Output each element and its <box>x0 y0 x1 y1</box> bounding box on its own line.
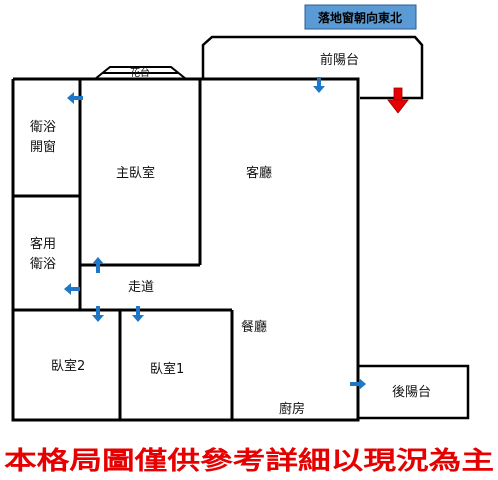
dining-room-label: 餐廳 <box>241 319 267 335</box>
living-room-label: 客廳 <box>246 165 272 181</box>
back-balcony-label: 後陽台 <box>392 385 431 400</box>
front-balcony-label: 前陽台 <box>320 52 359 68</box>
kitchen-label: 廚房 <box>279 401 305 417</box>
arrow-icon <box>132 306 144 322</box>
hallway-label: 走道 <box>128 280 154 295</box>
disclaimer-text: 本格局圖僅供參考詳細以現況為主 <box>4 446 494 475</box>
entry-arrow-icon <box>387 87 409 114</box>
guest-bath-label-1: 客用 <box>30 236 56 252</box>
orientation-note-box <box>304 4 417 30</box>
walls <box>11 77 360 422</box>
bath-open-window-label-2: 開窗 <box>30 139 56 155</box>
orientation-note: 落地窗朝向東北 <box>318 10 402 25</box>
bath-open-window-label-1: 衛浴 <box>30 120 56 135</box>
bedroom2-label: 臥室2 <box>51 358 85 374</box>
guest-bath-label-2: 衛浴 <box>30 257 56 272</box>
front-balcony-walls <box>201 35 424 100</box>
bedroom1-label: 臥室1 <box>150 361 184 377</box>
back-balcony-walls <box>358 364 470 420</box>
arrow-icon <box>92 306 104 322</box>
master-bedroom-label: 主臥室 <box>116 165 155 181</box>
flower-bed-label: 花台 <box>130 66 150 79</box>
arrow-icon <box>64 283 80 295</box>
